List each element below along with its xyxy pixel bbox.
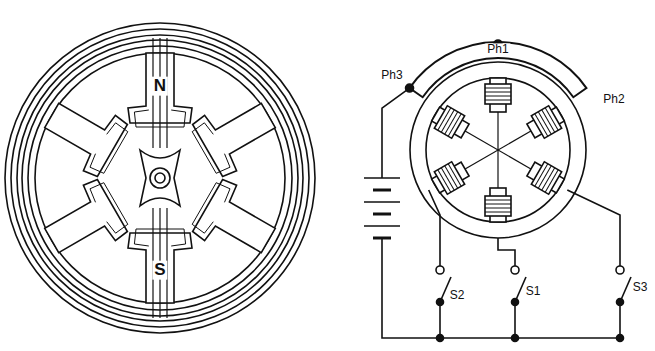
coil-winding [448, 114, 461, 137]
stator-pole [193, 180, 276, 253]
coil-symbol [485, 84, 511, 104]
wire [619, 302, 621, 338]
stator-pole [524, 103, 566, 143]
rotor [140, 150, 180, 206]
stator-pole [485, 188, 511, 222]
coil-winding [485, 212, 511, 213]
wire [382, 238, 620, 338]
junction-dot [437, 335, 444, 342]
battery-symbol [364, 177, 400, 179]
rotor-shaft [150, 168, 170, 188]
switch-contact [436, 266, 444, 274]
coil-symbol [531, 106, 561, 139]
battery-symbol [364, 225, 400, 227]
coil-link [465, 131, 531, 169]
pole-outline [90, 123, 128, 174]
stator-pole [45, 103, 128, 176]
rotor-shaft [155, 173, 165, 183]
stator-pole [429, 103, 471, 143]
stator-ring [35, 53, 285, 303]
part-label: Ph3 [379, 69, 404, 82]
stator-ring [28, 46, 292, 310]
stator-ring [17, 35, 303, 321]
wire [567, 190, 620, 266]
part-label: S2 [448, 289, 467, 302]
part-label: N [152, 77, 168, 96]
coil-symbol [434, 106, 464, 139]
wire [498, 238, 515, 266]
wire [429, 190, 440, 266]
part-label: Ph2 [601, 93, 626, 106]
coil-link [465, 131, 531, 169]
stator-pole [193, 103, 276, 176]
pole-outline [192, 123, 230, 174]
wire [382, 88, 410, 178]
junction-dot [617, 335, 624, 342]
part-label: S1 [524, 285, 543, 298]
coil-symbol [531, 162, 561, 195]
stator-pole [45, 180, 128, 253]
switch-contact [511, 266, 519, 274]
stator-ring [22, 40, 298, 316]
coil-winding [535, 164, 548, 187]
coil-winding [485, 88, 511, 89]
coil-symbol [434, 162, 464, 195]
pole-outline [192, 183, 230, 234]
coil-winding [485, 100, 511, 101]
stator-ring [11, 29, 309, 327]
stator-pole [524, 158, 566, 198]
battery-symbol [373, 213, 391, 216]
stator-pole [485, 78, 511, 112]
coil-winding [485, 208, 511, 209]
coil-winding [535, 114, 548, 137]
stator-pole [429, 158, 471, 198]
wire [514, 302, 516, 338]
stator-ring [410, 62, 586, 238]
coil-winding [448, 164, 461, 187]
junction-dot [512, 335, 519, 342]
part-label: Ph1 [485, 43, 510, 56]
coil-winding [485, 200, 511, 201]
coil-winding [485, 96, 511, 97]
coil-symbol [485, 196, 511, 216]
stator-ring [5, 23, 315, 333]
battery-symbol [373, 189, 391, 192]
wire [439, 302, 441, 338]
pole-outline [90, 183, 128, 234]
stator-ring [426, 78, 570, 222]
part-label: S [152, 261, 167, 280]
part-label: S3 [631, 281, 650, 294]
battery-symbol [364, 201, 400, 203]
switch-contact [616, 266, 624, 274]
coil-winding [485, 204, 511, 205]
coil-winding [485, 92, 511, 93]
